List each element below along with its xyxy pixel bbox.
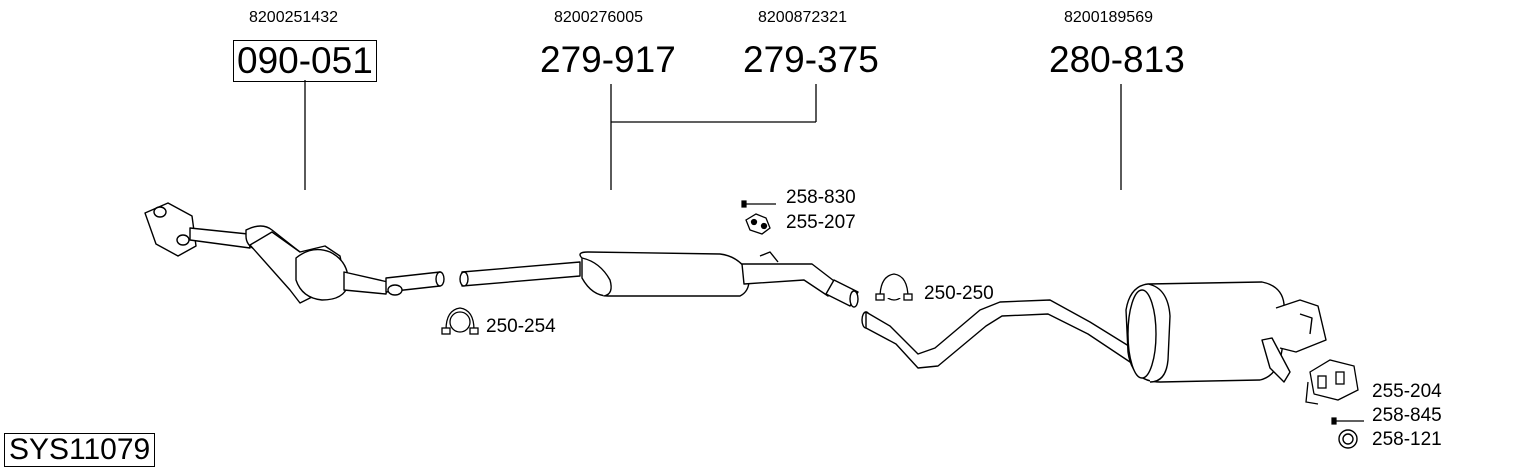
rubber-mount-icon-middle [745, 213, 771, 235]
system-code: SYS11079 [4, 433, 156, 467]
accessory-ring-rear[interactable]: 258-121 [1372, 429, 1442, 450]
bolt-icon-rear [1331, 417, 1364, 425]
oe-number-middle-alt: 8200872321 [758, 9, 847, 26]
part-number-middle-silencer[interactable]: 279-917 [540, 39, 676, 80]
accessory-clamp-front[interactable]: 250-254 [486, 316, 556, 337]
middle-silencer-illustration [459, 251, 859, 308]
oe-number-front: 8200251432 [249, 9, 338, 26]
accessory-bolt-rear[interactable]: 258-845 [1372, 405, 1442, 426]
part-number-front-pipe[interactable]: 090-051 [233, 40, 377, 82]
accessory-clamp-rear[interactable]: 250-250 [924, 283, 994, 304]
clamp-icon-rear [875, 273, 913, 301]
ring-icon-rear [1338, 429, 1358, 449]
front-pipe-illustration [144, 202, 445, 304]
oe-number-rear: 8200189569 [1064, 9, 1153, 26]
oe-number-middle: 8200276005 [554, 9, 643, 26]
bolt-icon-middle [741, 200, 776, 208]
rear-silencer-illustration [861, 281, 1327, 383]
clamp-icon-front [441, 307, 479, 335]
accessory-bolt-middle[interactable]: 258-830 [786, 187, 856, 208]
accessory-rubber-rear[interactable]: 255-204 [1372, 381, 1442, 402]
rubber-mount-icon-rear [1305, 359, 1359, 405]
part-number-rear-silencer[interactable]: 280-813 [1049, 39, 1185, 80]
part-number-middle-silencer-alt[interactable]: 279-375 [743, 39, 879, 80]
accessory-rubber-middle[interactable]: 255-207 [786, 212, 856, 233]
